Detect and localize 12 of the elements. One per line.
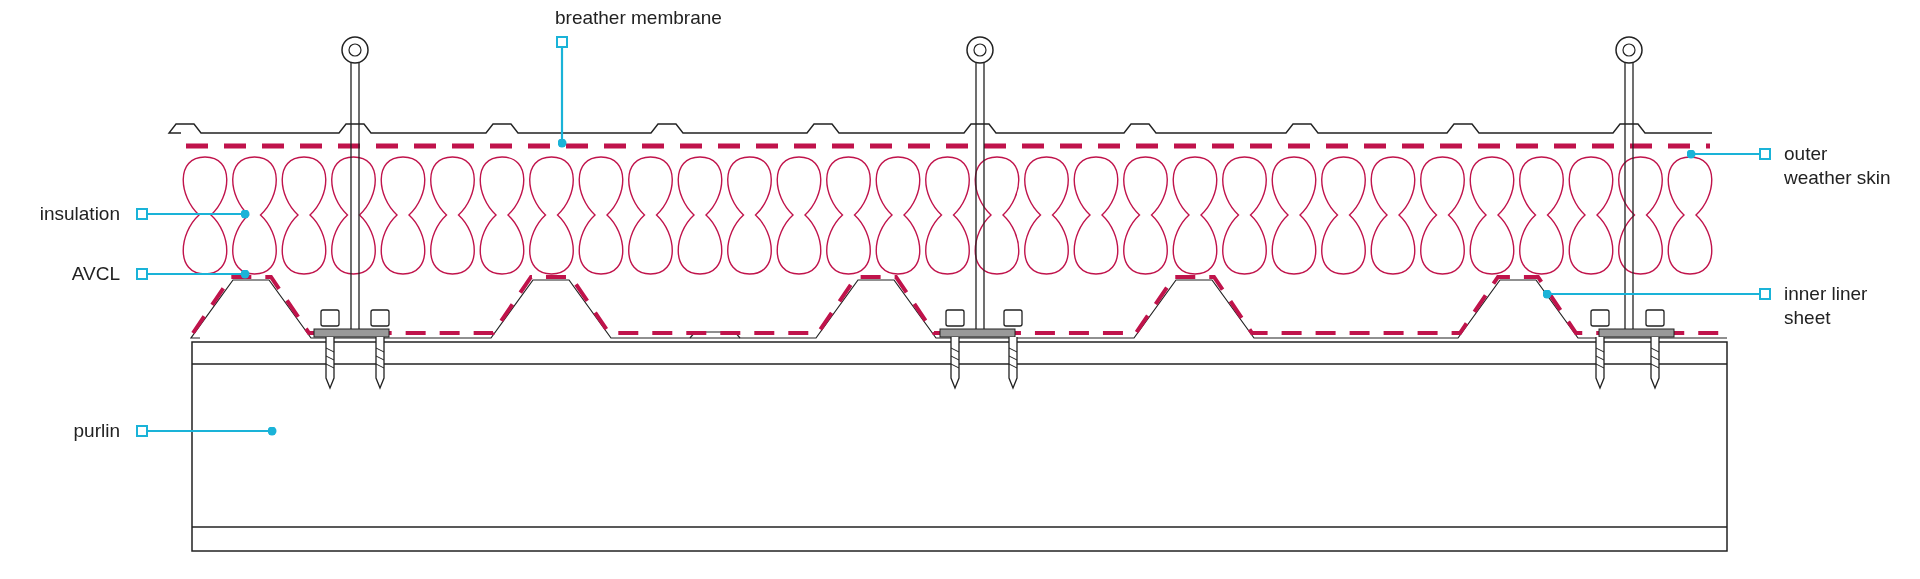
part-label: inner liner sheet xyxy=(1784,282,1914,330)
part-label: AVCL xyxy=(10,262,120,286)
leader-line xyxy=(136,425,277,437)
leader-line xyxy=(136,208,250,220)
leader-line xyxy=(556,36,568,148)
part-label: insulation xyxy=(10,202,120,226)
leader-line xyxy=(1542,288,1771,300)
part-label: outer weather skin xyxy=(1784,142,1894,190)
part-label: purlin xyxy=(10,419,120,443)
leader-line xyxy=(136,268,250,280)
part-label: breather membrane xyxy=(555,6,775,30)
leader-line xyxy=(1686,148,1771,160)
